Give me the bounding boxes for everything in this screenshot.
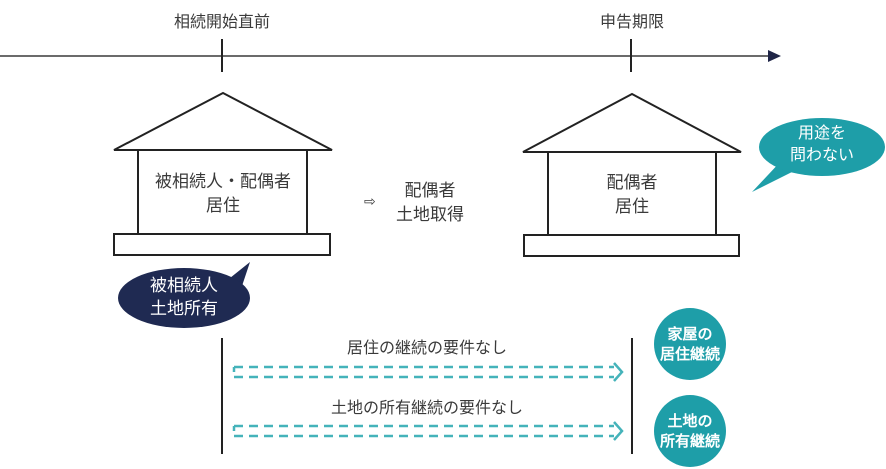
transition-line1: 配偶者	[404, 181, 456, 201]
requirement-residence-label: 居住の継続の要件なし	[346, 338, 507, 357]
house-before-icon	[113, 91, 333, 256]
badge-residence-line2: 居住継続	[659, 345, 720, 363]
timeline-arrowhead-icon	[768, 50, 781, 62]
transition-arrow-icon: ⇨	[364, 194, 376, 210]
speech-bubble-usage	[752, 118, 885, 192]
bubble-owner-line2: 土地所有	[150, 299, 218, 319]
house-after-icon	[522, 92, 742, 257]
bubble-usage-label: 用途を 問わない	[760, 122, 884, 166]
dashed-arrow-residence-icon	[232, 362, 624, 382]
badge-ownership-continuation: 土地の 所有継続	[654, 395, 726, 467]
house-before-line1: 被相続人・配偶者	[155, 172, 291, 192]
bubble-usage-line2: 問わない	[789, 145, 854, 164]
bubble-owner-line1: 被相続人	[150, 276, 218, 296]
badge-ownership-line1: 土地の	[667, 412, 713, 430]
transition-label: 配偶者 土地取得	[385, 179, 475, 227]
house-before-label: 被相続人・配偶者 居住	[138, 170, 308, 218]
bubble-usage-line1: 用途を	[797, 123, 846, 142]
house-after-line1: 配偶者	[606, 173, 658, 193]
bubble-owner-label: 被相続人 土地所有	[118, 275, 250, 321]
house-after-line2: 居住	[615, 197, 649, 217]
badge-residence-continuation: 家屋の 居住継続	[654, 308, 726, 380]
transition-line2: 土地取得	[396, 205, 464, 225]
house-after-label: 配偶者 居住	[548, 171, 716, 219]
requirement-ownership-label: 土地の所有継続の要件なし	[330, 398, 523, 417]
house-before-line2: 居住	[206, 196, 240, 216]
dashed-arrow-ownership-icon	[232, 421, 624, 441]
badge-residence-line1: 家屋の	[667, 325, 713, 343]
timeline-start-label: 相続開始直前	[173, 12, 270, 31]
badge-ownership-line2: 所有継続	[659, 432, 720, 450]
timeline-end-label: 申告期限	[599, 12, 664, 31]
speech-bubble-owner	[118, 262, 250, 328]
